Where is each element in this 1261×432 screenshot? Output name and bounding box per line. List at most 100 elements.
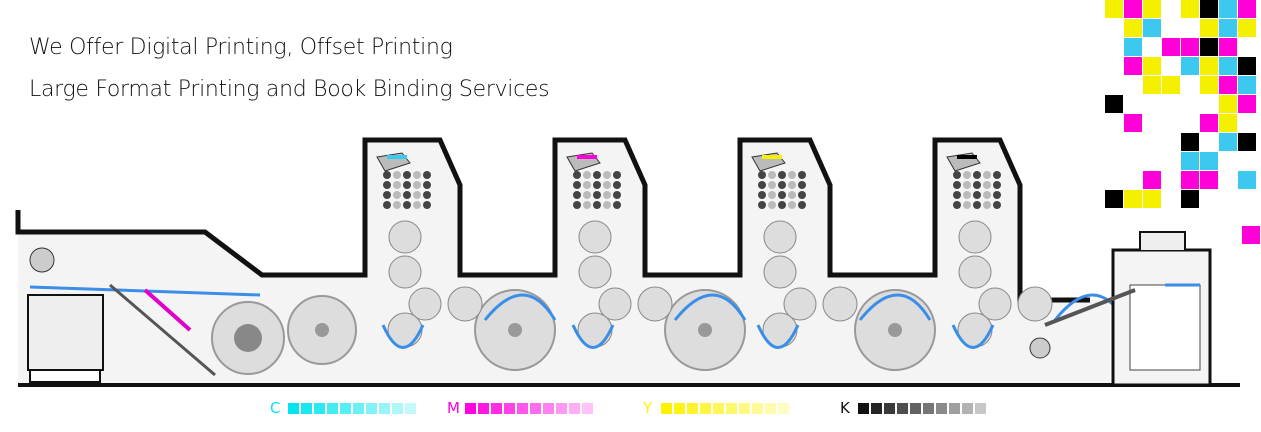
mosaic-pixel	[1238, 171, 1256, 189]
ink-roller	[603, 191, 611, 199]
color-swatch	[478, 402, 489, 414]
ink-roller	[983, 201, 991, 209]
mosaic-pixel	[1200, 19, 1218, 37]
ink-roller	[758, 201, 766, 209]
ink-roller	[383, 171, 391, 179]
ink-roller	[758, 191, 766, 199]
ink-roller	[953, 201, 961, 209]
color-swatch	[661, 402, 672, 414]
ink-roller	[573, 181, 581, 189]
transfer-cylinder	[822, 286, 858, 322]
color-swatch	[897, 402, 908, 414]
ink-roller	[413, 181, 421, 189]
transfer-cylinder	[447, 286, 483, 322]
color-swatch	[491, 402, 502, 414]
mosaic-pixel	[1238, 76, 1256, 94]
paper-path	[951, 324, 995, 349]
mosaic-pixel	[1219, 38, 1237, 56]
ink-roller	[778, 201, 786, 209]
feeder-pile	[27, 294, 104, 371]
transfer-cylinder	[978, 287, 1012, 321]
color-swatch	[366, 402, 377, 414]
ink-roller	[403, 171, 411, 179]
mosaic-pixel	[1124, 38, 1142, 56]
color-swatch	[327, 402, 338, 414]
ink-roller	[983, 181, 991, 189]
mosaic-pixel	[1181, 133, 1199, 151]
ink-roller	[573, 171, 581, 179]
color-swatch	[504, 402, 515, 414]
ink-roller	[413, 201, 421, 209]
plate-cylinder	[388, 220, 422, 254]
ink-roller	[758, 181, 766, 189]
color-swatch	[910, 402, 921, 414]
mosaic-pixel	[1219, 0, 1237, 18]
feed-magenta-plate	[143, 288, 192, 332]
mosaic-pixel	[1105, 95, 1123, 113]
mosaic-pixel	[1200, 76, 1218, 94]
strip-label: K	[840, 399, 850, 417]
ink-roller	[973, 171, 981, 179]
ink-roller	[393, 181, 401, 189]
color-swatch	[392, 402, 403, 414]
headline-line-2: Large Format Printing and Book Binding S…	[29, 77, 550, 102]
plate-cylinder	[763, 220, 797, 254]
mosaic-pixel	[1162, 0, 1180, 18]
ink-roller	[583, 181, 591, 189]
ink-roller	[963, 181, 971, 189]
mosaic-pixel	[1124, 57, 1142, 75]
ink-roller	[798, 201, 806, 209]
ink-roller	[778, 191, 786, 199]
transfer-cylinder	[783, 287, 817, 321]
ink-roller	[788, 191, 796, 199]
mosaic-pixel	[1181, 190, 1199, 208]
ink-roller	[758, 171, 766, 179]
plate-cylinder	[578, 220, 612, 254]
mosaic-pixel	[1242, 226, 1260, 244]
mosaic-pixel	[1124, 190, 1142, 208]
paper-path	[381, 324, 425, 349]
feed-ramp	[109, 283, 216, 377]
cylinder-hub	[508, 323, 522, 337]
color-swatch	[739, 402, 750, 414]
ink-roller	[383, 181, 391, 189]
paper-path	[858, 293, 932, 321]
color-swatch	[687, 402, 698, 414]
ink-roller	[393, 191, 401, 199]
ink-roller	[413, 171, 421, 179]
ink-roller	[413, 191, 421, 199]
ink-roller	[573, 201, 581, 209]
feeder-base	[29, 369, 101, 383]
mosaic-pixel	[1219, 57, 1237, 75]
ink-roller	[993, 201, 1001, 209]
mosaic-pixel	[1124, 0, 1142, 18]
mosaic-pixel	[1238, 190, 1256, 208]
mosaic-pixel	[1238, 38, 1256, 56]
ink-roller	[593, 181, 601, 189]
mosaic-pixel	[1219, 95, 1237, 113]
color-swatch	[713, 402, 724, 414]
ink-roller	[788, 171, 796, 179]
color-swatch	[353, 402, 364, 414]
color-swatch	[569, 402, 580, 414]
ink-roller	[798, 171, 806, 179]
mosaic-pixel	[1143, 76, 1161, 94]
ink-roller	[403, 191, 411, 199]
color-swatch	[858, 402, 869, 414]
ink-roller	[573, 191, 581, 199]
ink-roller	[613, 171, 621, 179]
ink-roller	[973, 181, 981, 189]
ink-roller	[603, 181, 611, 189]
mosaic-pixel	[1200, 38, 1218, 56]
transfer-cylinder	[637, 286, 673, 322]
ink-roller	[583, 171, 591, 179]
feed-drum-hub	[234, 324, 262, 352]
color-swatch	[975, 402, 986, 414]
ink-roller	[983, 171, 991, 179]
ink-roller	[613, 191, 621, 199]
ink-roller	[798, 181, 806, 189]
cylinder-hub	[888, 323, 902, 337]
ink-roller	[973, 201, 981, 209]
mosaic-pixel	[1219, 76, 1237, 94]
blanket-cylinder	[763, 255, 797, 289]
